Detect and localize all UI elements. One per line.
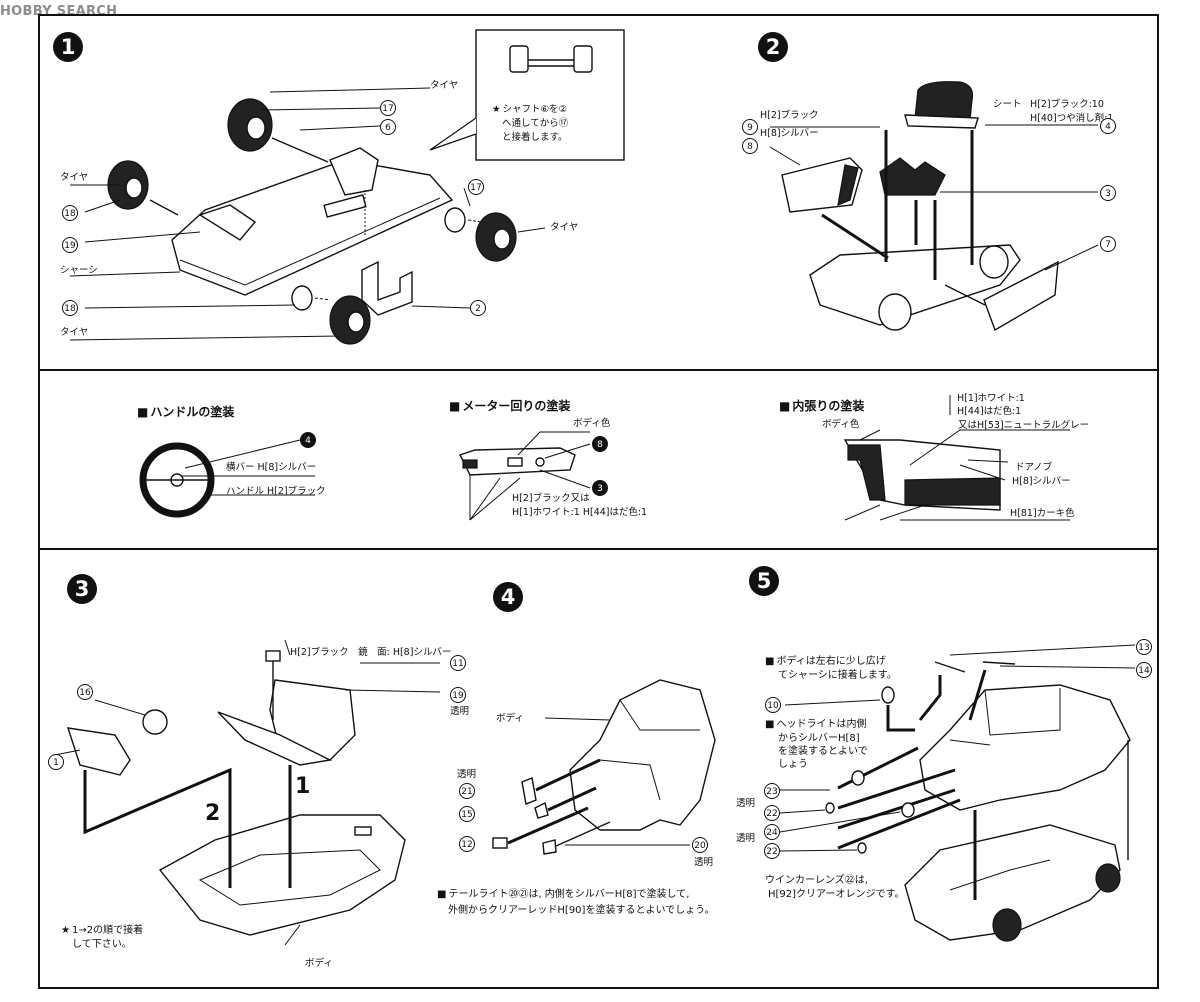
- part-number-4: 4: [300, 432, 316, 448]
- clear-label: 透明: [736, 798, 756, 809]
- part-number-23: 23: [764, 783, 780, 799]
- step5-note-line: ウインカーレンズ㉒は,: [765, 875, 868, 886]
- step5-note-line: からシルバーH[8]: [778, 733, 860, 744]
- part-number-12: 12: [459, 836, 475, 852]
- section-divider: [38, 369, 1159, 371]
- interior-painting-title: 内張りの塗装: [779, 397, 864, 414]
- chassis-label: シャーシ: [60, 265, 98, 276]
- part-number-22: 22: [764, 805, 780, 821]
- body-label: ボディ: [305, 958, 333, 969]
- part-number-19: 19: [450, 687, 466, 703]
- part-number-17: 17: [468, 179, 484, 195]
- clear-label: 透明: [736, 833, 756, 844]
- clear-label: 透明: [450, 706, 470, 717]
- seat-paint-line: H[40]つや消し剤:1: [1030, 113, 1114, 124]
- paint-h2-black: H[2]ブラック: [760, 110, 819, 121]
- painting-guide-illustration: [139, 395, 1070, 521]
- step5-note-line: ボディは左右に少し広げ: [765, 655, 885, 669]
- paint-h8-silver: H[8]シルバー: [760, 128, 819, 139]
- part-number-18: 18: [62, 300, 78, 316]
- step-2-illustration: [769, 81, 1099, 332]
- part-number-14: 14: [1136, 662, 1152, 678]
- part-number-13: 13: [1136, 639, 1152, 655]
- meter-body-color-label: ボディ色: [573, 418, 611, 429]
- part-number-16: 16: [77, 684, 93, 700]
- meter-paint-line: H[1]ホワイト:1 H[44]はだ色:1: [512, 507, 648, 518]
- seat-paint-line: H[2]ブラック:10: [1030, 99, 1104, 110]
- assembly-order-2: 2: [205, 801, 221, 826]
- seat-label: シート: [993, 99, 1022, 110]
- door-knob-label: ドアノブ: [1015, 462, 1053, 473]
- step5-note-line: H[92]クリアーオレンジです。: [768, 889, 905, 900]
- step-badge-1: 1: [53, 32, 83, 62]
- interior-paint-line: H[1]ホワイト:1: [957, 393, 1025, 404]
- instruction-sheet-frame: [38, 14, 1159, 989]
- step4-note-line: 外側からクリアーレッドH[90]を塗装するとよいでしょう。: [448, 905, 715, 916]
- interior-paint-line: 又はH[53]ニュートラルグレー: [958, 420, 1090, 431]
- part-number-6: 6: [380, 119, 396, 135]
- door-knob-paint-label: H[8]シルバー: [1012, 476, 1071, 487]
- part-number-8: 8: [742, 138, 758, 154]
- step4-note-line: テールライト⑳㉑は, 内側をシルバーH[8]で塗装して,: [437, 888, 689, 902]
- callout-note-line: と接着します。: [502, 132, 568, 143]
- tire-label-right: タイヤ: [550, 222, 579, 233]
- callout-note-line: へ通してから⑰: [502, 118, 569, 129]
- interior-bottom-paint-label: H[81]カーキ色: [1010, 508, 1075, 519]
- part-number-1: 1: [48, 754, 64, 770]
- section-divider: [38, 548, 1159, 550]
- part-number-7: 7: [1100, 236, 1116, 252]
- handle-painting-title: ハンドルの塗装: [137, 403, 234, 420]
- step5-note-line: しょう: [778, 759, 808, 770]
- part-number-2: 2: [470, 300, 486, 316]
- assembly-order-1: 1: [295, 774, 311, 799]
- handle-paint-label: ハンドル H[2]ブラック: [226, 486, 326, 497]
- part-number-9: 9: [742, 119, 758, 135]
- interior-body-color-label: ボディ色: [822, 419, 860, 430]
- meter-painting-title: メーター回りの塗装: [449, 397, 570, 414]
- step3-paint-line: H[2]ブラック 鏡 面: H[8]シルバー: [290, 647, 452, 658]
- part-number-24: 24: [764, 824, 780, 840]
- step5-note-line: てシャーシに接着します。: [778, 670, 897, 681]
- part-number-3: 3: [1100, 185, 1116, 201]
- step5-note-line: ヘッドライトは内側: [765, 718, 866, 732]
- part-number-20: 20: [692, 837, 708, 853]
- step-badge-3: 3: [67, 574, 97, 604]
- part-number-11: 11: [450, 655, 466, 671]
- part-number-19: 19: [62, 237, 78, 253]
- tire-label-left: タイヤ: [60, 172, 89, 183]
- step5-note-line: を塗装するとよいで: [778, 746, 868, 757]
- crossbar-paint-label: 横バー H[8]シルバー: [226, 462, 317, 473]
- part-number-10: 10: [765, 697, 781, 713]
- tire-label-top: タイヤ: [430, 80, 459, 91]
- meter-paint-line: H[2]ブラック又は: [512, 493, 590, 504]
- part-number-17: 17: [380, 100, 396, 116]
- part-number-3: 3: [592, 480, 608, 496]
- part-number-18: 18: [62, 205, 78, 221]
- step3-note-line: して下さい。: [72, 939, 132, 950]
- part-number-4: 4: [1100, 118, 1116, 134]
- step-badge-4: 4: [493, 582, 523, 612]
- part-number-15: 15: [459, 806, 475, 822]
- clear-label: 透明: [694, 857, 714, 868]
- part-number-22: 22: [764, 843, 780, 859]
- interior-paint-line: H[44]はだ色:1: [957, 406, 1022, 417]
- step-badge-5: 5: [749, 566, 779, 596]
- step-badge-2: 2: [758, 32, 788, 62]
- step3-note-line: 1→2の順で接着: [61, 924, 143, 938]
- step-1-illustration: [69, 29, 625, 345]
- body-label: ボディ: [496, 713, 524, 724]
- clear-label: 透明: [457, 769, 477, 780]
- part-number-21: 21: [459, 783, 475, 799]
- tire-label-bottom: タイヤ: [60, 327, 89, 338]
- callout-note-line: シャフト⑥を②: [492, 104, 568, 116]
- part-number-8: 8: [592, 436, 608, 452]
